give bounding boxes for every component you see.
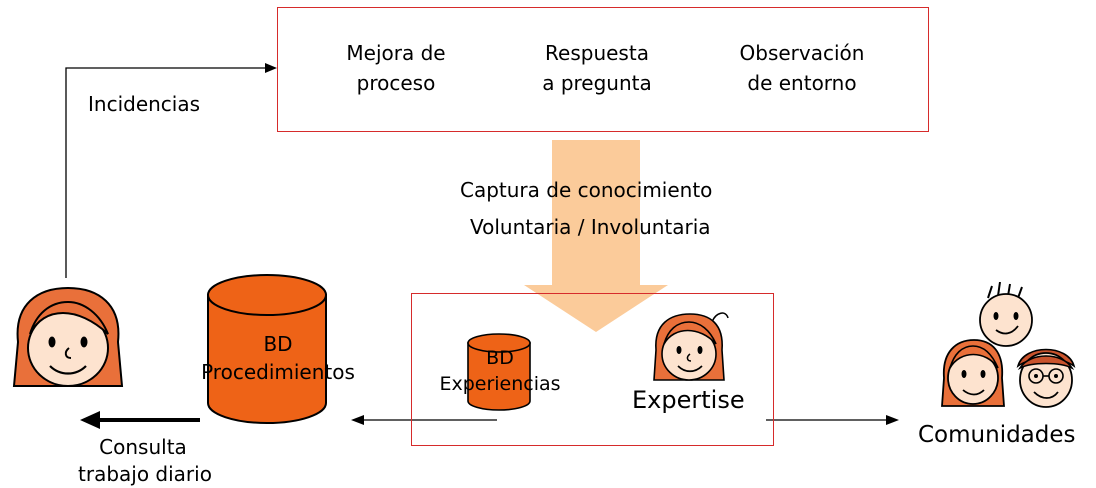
capture-arrow bbox=[524, 140, 668, 332]
community-member-icon bbox=[941, 339, 1005, 407]
expertise-label: Expertise bbox=[632, 386, 745, 414]
capture-label-line1: Captura de conocimiento bbox=[460, 178, 713, 202]
source-label-line: Observación bbox=[739, 41, 865, 65]
bd-experiencias-label: BD Experiencias bbox=[420, 345, 580, 397]
source-mejora-de-proceso: Mejora de proceso bbox=[316, 38, 476, 98]
expert-person-icon bbox=[653, 312, 729, 381]
comunidades-label: Comunidades bbox=[918, 422, 1076, 448]
experiencias-to-procedimientos-arrowhead bbox=[351, 415, 364, 425]
source-label-line: Mejora de bbox=[346, 41, 446, 65]
consulta-label-line2: trabajo diario bbox=[78, 462, 212, 486]
source-label-line: Respuesta bbox=[545, 41, 649, 65]
capture-label-line2: Voluntaria / Involuntaria bbox=[470, 215, 711, 239]
knowledge-sources-box bbox=[277, 7, 929, 132]
incidencias-connector bbox=[65, 67, 268, 278]
source-label-line: a pregunta bbox=[542, 71, 652, 95]
bd-procedimientos-label-line1: BD bbox=[263, 332, 293, 356]
communities-group-icon bbox=[941, 282, 1076, 408]
source-observacion-de-entorno: Observación de entorno bbox=[722, 38, 882, 98]
community-member-icon bbox=[1016, 348, 1076, 408]
bd-procedimientos-cylinder bbox=[207, 274, 327, 424]
expertise-to-comunidades-arrowhead bbox=[886, 415, 899, 425]
bd-procedimientos-label-line2: Procedimientos bbox=[201, 360, 355, 384]
incidencias-arrowhead bbox=[265, 63, 277, 73]
community-member-icon bbox=[979, 282, 1033, 347]
experiences-box bbox=[411, 293, 774, 446]
source-label-line: proceso bbox=[356, 71, 436, 95]
bd-experiencias-cylinder bbox=[467, 333, 531, 411]
bd-experiencias-label-line2: Experiencias bbox=[439, 373, 561, 395]
consulta-arrowhead bbox=[80, 411, 100, 429]
incidencias-label: Incidencias bbox=[88, 92, 201, 116]
user-person-icon bbox=[12, 286, 124, 387]
source-label-line: de entorno bbox=[747, 71, 857, 95]
source-respuesta-a-pregunta: Respuesta a pregunta bbox=[517, 38, 677, 98]
consulta-label: Consulta trabajo diario bbox=[78, 434, 212, 488]
bd-experiencias-label-line1: BD bbox=[486, 347, 514, 369]
consulta-label-line1: Consulta bbox=[99, 435, 187, 459]
bd-procedimientos-label: BD Procedimientos bbox=[198, 330, 358, 386]
